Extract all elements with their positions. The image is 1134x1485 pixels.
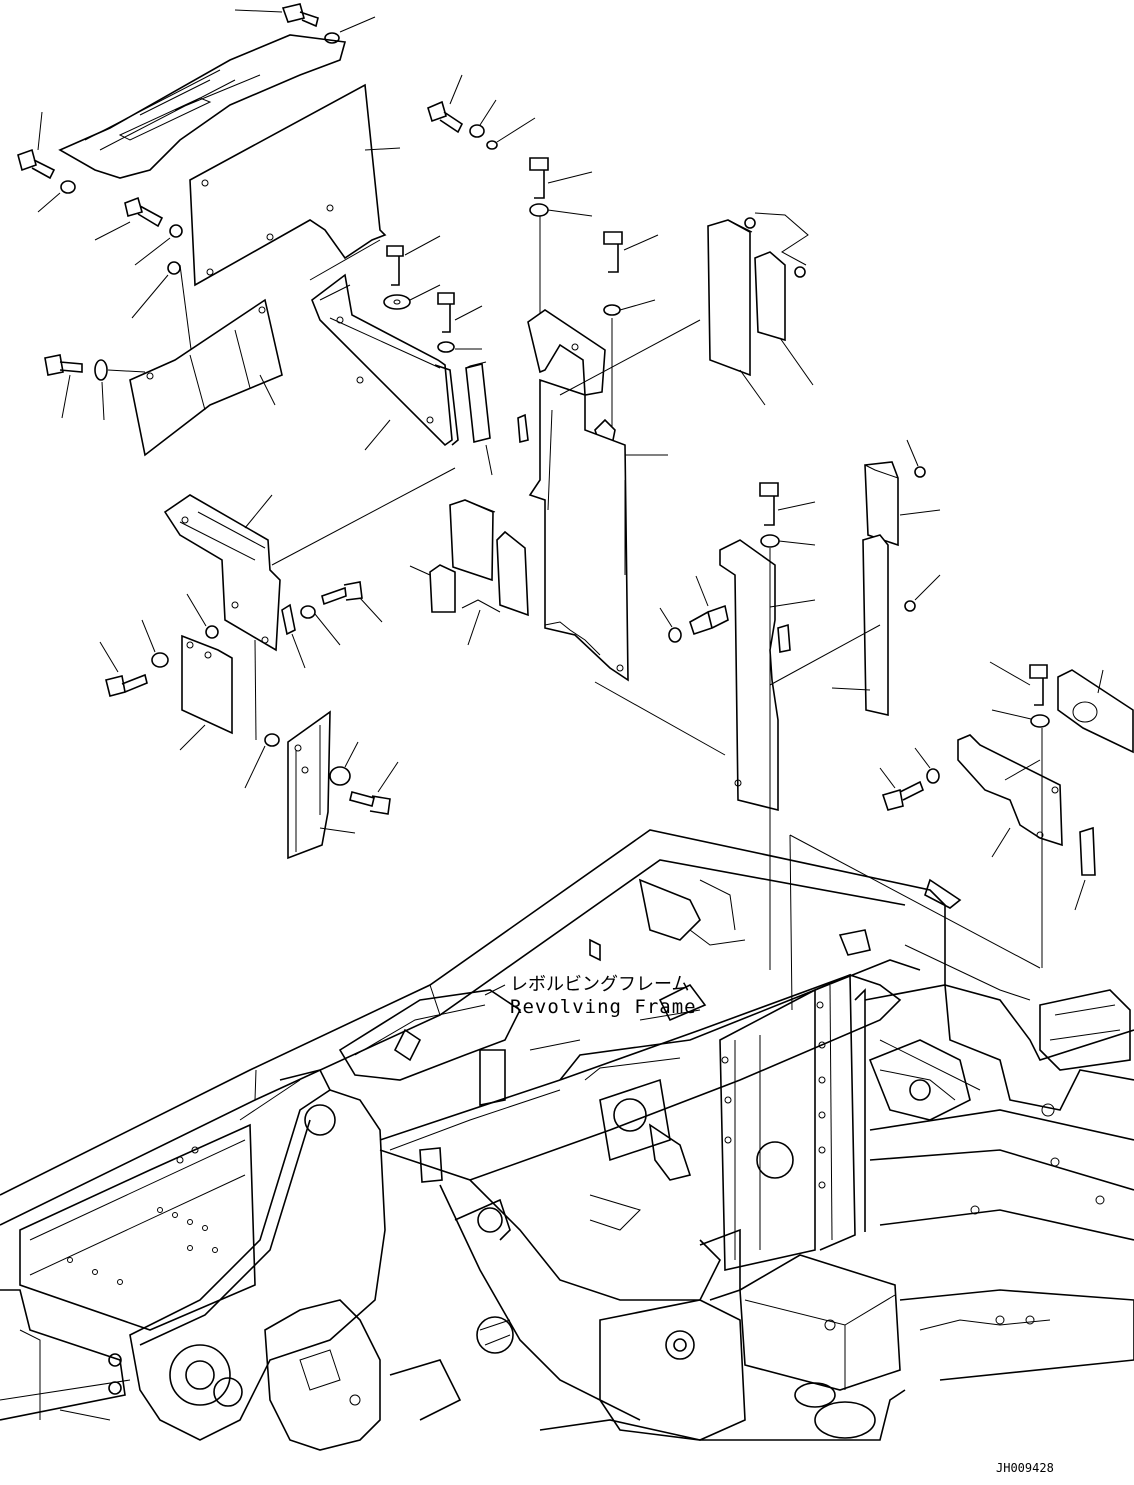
- bolt-icon: [437, 292, 483, 333]
- washer-icon: [329, 741, 359, 786]
- bolt-icon: [99, 641, 148, 697]
- washer-icon: [603, 299, 656, 316]
- spacer-block: [1057, 669, 1134, 754]
- lock-washer-icon: [486, 117, 536, 150]
- column-cover: [719, 539, 816, 812]
- clip-icon: [517, 413, 529, 444]
- washer-icon: [383, 284, 441, 310]
- washer-icon: [94, 359, 146, 421]
- washer-icon: [244, 733, 280, 789]
- washer-icon: [914, 747, 940, 784]
- washer-icon: [991, 709, 1050, 728]
- bracket: [163, 467, 456, 652]
- bolt-icon: [989, 661, 1048, 706]
- bolt-icon: [759, 482, 816, 526]
- bolt-icon: [44, 354, 83, 419]
- bolt-icon: [17, 111, 56, 180]
- rubber-pad: [864, 461, 941, 547]
- bolt-icon: [879, 767, 925, 811]
- bolt-icon: [94, 196, 164, 241]
- bolt-icon: [603, 231, 659, 273]
- rubber-block: [1074, 826, 1096, 911]
- right-shield: [957, 734, 1063, 858]
- cover-plate: [189, 83, 401, 287]
- bolt-icon: [321, 581, 383, 623]
- grommet-icon: [744, 212, 809, 278]
- bolt-icon: [427, 74, 464, 134]
- revolving-frame: [0, 829, 1134, 1451]
- washer-icon: [134, 224, 183, 266]
- upright-plate: [287, 710, 356, 860]
- small-cover-plate: [179, 634, 233, 751]
- grommet-icon: [906, 439, 926, 478]
- frame-label-english: Revolving Frame: [510, 996, 697, 1018]
- side-panel: [311, 273, 459, 451]
- bent-shield: [129, 298, 283, 457]
- washer-icon: [300, 605, 341, 646]
- bolt-icon: [234, 3, 319, 28]
- rubber-pad: [754, 251, 814, 386]
- rubber-pad: [707, 219, 766, 406]
- washer-icon: [324, 16, 376, 44]
- washer-icon: [529, 203, 593, 217]
- washer-icon: [186, 593, 219, 639]
- frame-label-japanese: レボルビングフレーム: [510, 974, 689, 995]
- center-panel: [528, 319, 701, 682]
- upper-cover-plate: [58, 34, 347, 179]
- grommet-icon: [904, 574, 941, 612]
- washer-icon: [659, 607, 682, 643]
- washer-icon: [469, 99, 497, 138]
- bolt-icon: [386, 235, 441, 286]
- drawing-code: JH009428: [996, 1461, 1054, 1475]
- washer-icon: [37, 180, 76, 213]
- rubber-block: [465, 361, 493, 476]
- rubber-pad: [409, 564, 456, 613]
- washer-icon: [437, 341, 482, 353]
- bolt-icon: [349, 761, 399, 815]
- washer-icon: [141, 619, 169, 668]
- clip-icon: [281, 603, 306, 669]
- rubber-strip: [769, 534, 889, 717]
- bolt-icon: [529, 157, 593, 199]
- rubber-pad: [449, 499, 496, 582]
- washer-icon: [760, 534, 816, 548]
- bolt-icon: [689, 575, 729, 636]
- rubber-pad: [496, 530, 529, 617]
